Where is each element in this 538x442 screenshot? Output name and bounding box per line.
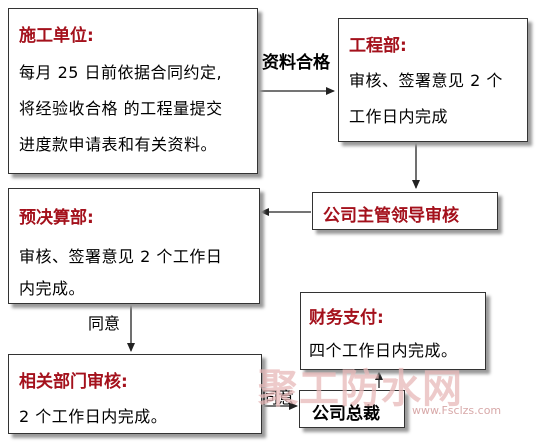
construction-unit-title: 施工单位: [19,26,94,46]
related-dept-line-1: 2 个工作日内完成。 [19,407,168,426]
watermark-brand: 聚工防水网 [258,366,463,412]
edge-label-agree-2: 同意 [262,388,295,407]
budget-dept-title: 预决算部: [19,208,94,228]
node-ceo: 公司总裁 [299,390,405,428]
finance-payment-title: 财务支付: [309,308,384,328]
ceo-title: 公司总裁 [312,404,380,424]
node-engineering-dept: 工程部: 审核、签署意见 2 个 工作日内完成 [338,18,528,142]
engineering-dept-title: 工程部: [349,36,407,56]
node-finance-payment: 财务支付: 四个工作日内完成。 [300,292,486,370]
node-leader-review: 公司主管领导审核 [312,192,498,230]
construction-unit-line-3: 进度款申请表和有关资料。 [19,135,218,154]
finance-payment-line-1: 四个工作日内完成。 [309,341,458,360]
node-construction-unit: 施工单位: 每月 25 日前依据合同约定, 将经验收合格 的工程量提交 进度款申… [8,8,258,174]
construction-unit-line-1: 每月 25 日前依据合同约定, [19,63,223,82]
node-related-dept: 相关部门审核: 2 个工作日内完成。 [8,354,262,434]
engineering-dept-line-1: 审核、签署意见 2 个 [349,71,503,90]
budget-dept-line-2: 内完成。 [19,279,86,298]
budget-dept-line-1: 审核、签署意见 2 个工作日 [19,247,223,266]
node-budget-dept: 预决算部: 审核、签署意见 2 个工作日 内完成。 [8,188,260,304]
edge-label-agree-1: 同意 [88,314,121,333]
watermark-url: www.Fsclzs.com [412,404,502,417]
engineering-dept-line-2: 工作日内完成 [349,107,449,126]
related-dept-title: 相关部门审核: [19,372,128,392]
edge-label-materials-qualified: 资料合格 [262,53,330,73]
construction-unit-line-2: 将经验收合格 的工程量提交 [19,99,223,118]
leader-review-title: 公司主管领导审核 [323,206,459,226]
